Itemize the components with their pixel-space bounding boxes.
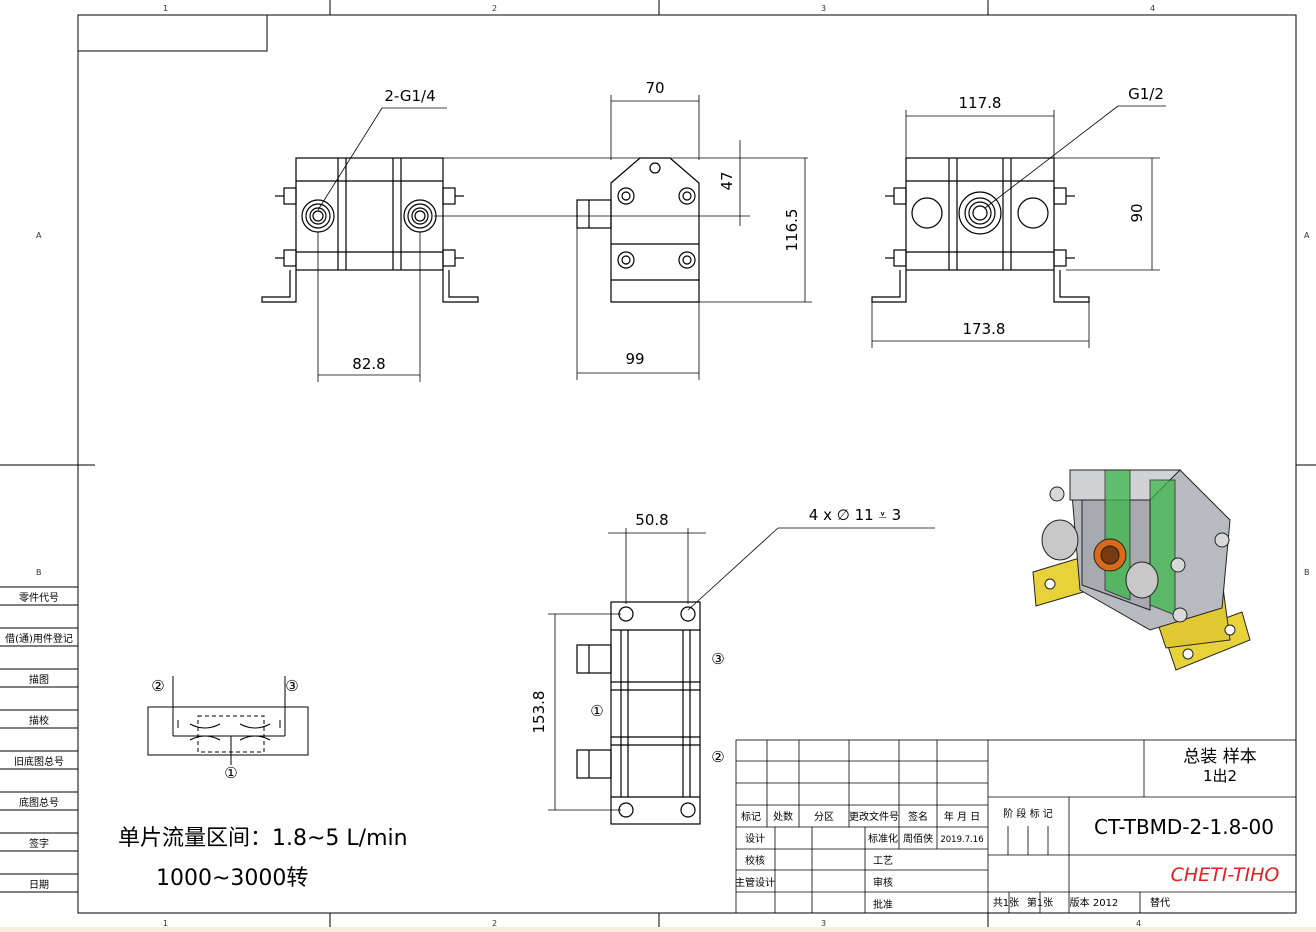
bottom-dim-153-8: 153.8 (530, 691, 548, 734)
tb-zone: 分区 (814, 811, 834, 823)
side-dim-70: 70 (645, 79, 664, 97)
tb-sheet-no: 第1张 (1027, 896, 1053, 909)
tb-date: 2019.7.16 (940, 835, 983, 845)
bottom-dim-50-8: 50.8 (635, 511, 668, 529)
tb-drawing-number: CT-TBMD-2-1.8-00 (1094, 815, 1274, 839)
tb-mark: 标记 (741, 811, 761, 823)
front-callout-2-g1-4: 2-G1/4 (384, 87, 435, 105)
schematic-mark-2: ② (151, 677, 164, 695)
drawing-border (77, 14, 1297, 914)
tb-sheets-total: 共1张 (993, 897, 1019, 909)
zone-row-a-right: A (1304, 231, 1310, 240)
schematic-mark-3: ③ (285, 677, 298, 695)
side-dim-116-5: 116.5 (783, 209, 801, 252)
strip-label-borrow: 借(通)用件登记 (5, 632, 73, 645)
tb-chief-design: 主管设计 (735, 876, 775, 889)
tb-version: 版本 2012 (1070, 896, 1119, 909)
isometric-render (1032, 469, 1251, 671)
zone-row-b-right: B (1304, 568, 1310, 577)
tb-sign: 签名 (908, 810, 928, 823)
top-left-box (77, 14, 268, 52)
strip-label-sign: 签字 (29, 837, 49, 850)
zone-row-b: B (36, 568, 42, 577)
strip-label-base: 底图总号 (19, 796, 59, 809)
zone-col-4-bottom: 4 (1136, 919, 1141, 928)
back-view (871, 157, 1090, 303)
strip-label-old-base: 旧底图总号 (14, 755, 64, 768)
tb-approve: 批准 (873, 898, 893, 911)
tb-count: 处数 (773, 810, 793, 823)
zone-col-3-bottom: 3 (821, 919, 826, 928)
bottom-mark-2: ② (711, 748, 724, 766)
tb-standardization: 标准化 (868, 832, 898, 845)
zone-col-2: 2 (492, 4, 497, 13)
tb-title-line1: 总装 样本 (1183, 747, 1256, 767)
zone-col-4: 4 (1150, 4, 1155, 13)
tb-stage-mark: 阶 段 标 记 (1003, 807, 1053, 820)
bottom-view (576, 601, 701, 825)
tb-check: 校核 (745, 854, 765, 867)
zone-col-1-bottom: 1 (163, 919, 168, 928)
title-block (735, 739, 1297, 914)
side-dim-99: 99 (625, 350, 644, 368)
bottom-callout-holes: 4 x ∅ 11 ⩡ 3 (809, 506, 901, 524)
zone-col-3: 3 (821, 4, 826, 13)
side-dim-47: 47 (718, 171, 736, 190)
tb-review: 审核 (873, 876, 893, 889)
tb-process: 工艺 (873, 855, 893, 867)
tb-company: CHETI-TIHO (1171, 864, 1280, 886)
back-dim-90: 90 (1128, 203, 1146, 222)
zone-row-a: A (36, 231, 42, 240)
side-view (576, 157, 700, 303)
strip-label-part-code: 零件代号 (19, 592, 59, 604)
bottom-mark-1: ① (590, 702, 603, 720)
strip-label-trace-check: 描校 (29, 714, 49, 727)
tb-signer: 周佰侠 (903, 832, 933, 845)
hydraulic-schematic (147, 676, 309, 765)
back-callout-g1-2: G1/2 (1128, 85, 1164, 103)
zone-col-1: 1 (163, 4, 168, 13)
tb-title-line2: 1出2 (1203, 767, 1237, 785)
tb-replace: 替代 (1150, 896, 1170, 909)
note-speed-range: 1000~3000转 (156, 866, 308, 891)
back-dim-117-8: 117.8 (959, 94, 1002, 112)
tb-change-doc: 更改文件号 (849, 810, 899, 823)
bottom-mark-3: ③ (711, 650, 724, 668)
back-dim-173-8: 173.8 (963, 320, 1006, 338)
front-dim-82-8: 82.8 (352, 355, 385, 373)
strip-label-trace: 描图 (29, 673, 49, 686)
front-view (261, 157, 479, 303)
tb-date-label: 年 月 日 (944, 810, 980, 823)
strip-label-date: 日期 (29, 879, 49, 891)
bottom-strip (0, 927, 1316, 932)
note-flow-range: 单片流量区间：1.8~5 L/min (118, 826, 408, 851)
schematic-mark-1: ① (224, 764, 237, 782)
zone-col-2-bottom: 2 (492, 919, 497, 928)
tb-design: 设计 (745, 832, 765, 845)
